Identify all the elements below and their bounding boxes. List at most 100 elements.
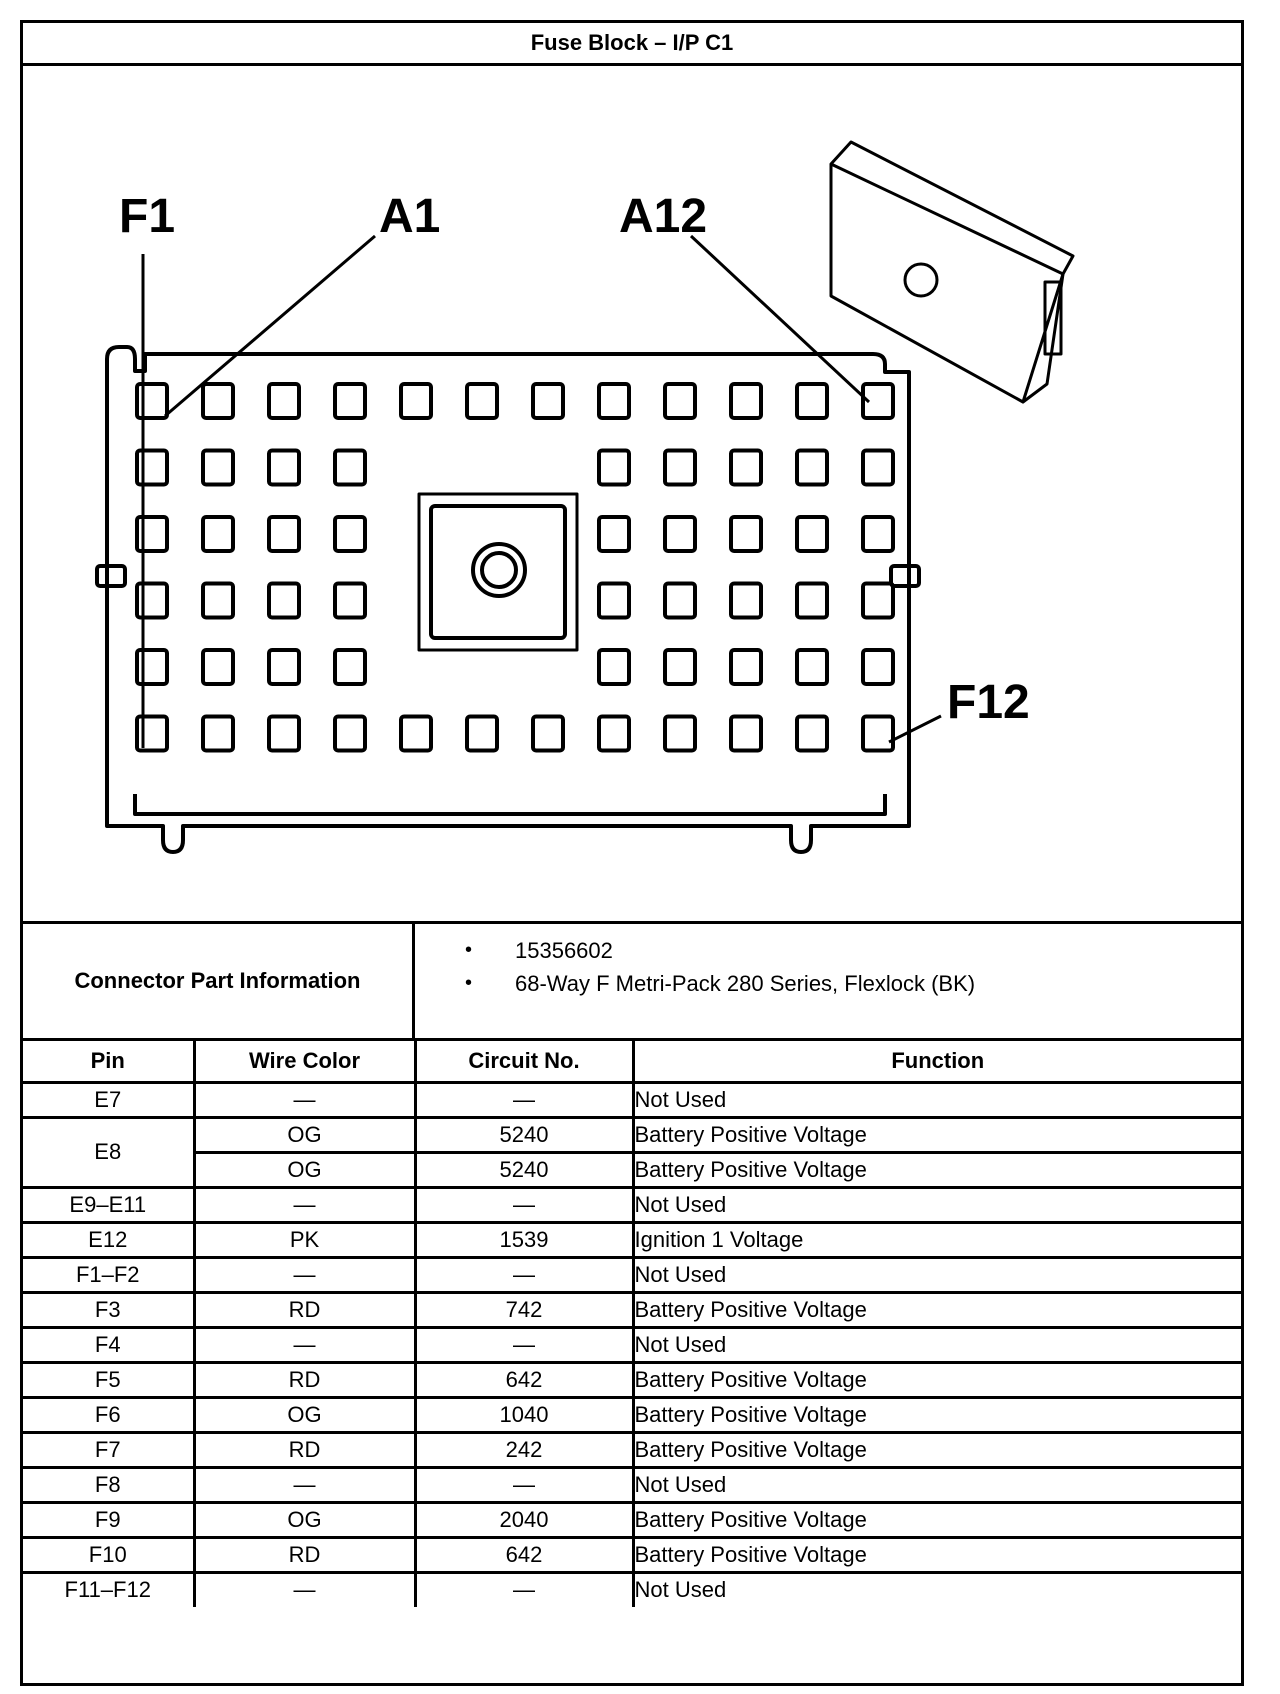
wire-color-cell: RD bbox=[192, 1290, 417, 1329]
circuit-cell: 642 bbox=[413, 1535, 635, 1574]
pin-cell: F8 bbox=[23, 1465, 196, 1504]
leader-line-f12 bbox=[888, 714, 942, 744]
wire-color-cell: — bbox=[192, 1185, 417, 1224]
terminal-cavity bbox=[531, 714, 565, 753]
table-row: E8 OG 5240 Battery Positive Voltage bbox=[23, 1115, 1241, 1189]
terminal-cavity bbox=[267, 382, 301, 420]
column-header-function: Function bbox=[631, 1041, 1241, 1084]
wire-color-cell: — bbox=[192, 1570, 417, 1607]
circuit-cell: — bbox=[413, 1185, 635, 1224]
connector-diagram: F1 A1 A12 F12 bbox=[23, 66, 1241, 924]
terminal-cavity bbox=[399, 382, 433, 420]
table-row: F7 RD 242 Battery Positive Voltage bbox=[23, 1430, 1241, 1469]
terminal-cavity bbox=[333, 515, 367, 553]
connector-face-drawing: F1 A1 A12 F12 bbox=[95, 140, 1075, 854]
terminal-cavity bbox=[135, 648, 169, 686]
terminal-cavity bbox=[201, 515, 235, 553]
callout-a1: A1 bbox=[379, 190, 440, 243]
terminal-cavity bbox=[597, 648, 631, 686]
leader-line-a1 bbox=[164, 234, 376, 418]
pin-cell: F4 bbox=[23, 1325, 196, 1364]
table-row: F4 — — Not Used bbox=[23, 1325, 1241, 1364]
wire-color-cell: OG bbox=[192, 1500, 417, 1539]
function-cell: Ignition 1 Voltage bbox=[631, 1220, 1241, 1259]
callout-f1: F1 bbox=[119, 190, 175, 243]
center-block-inner bbox=[429, 504, 567, 640]
column-header-pin: Pin bbox=[23, 1041, 196, 1084]
pin-cell: E9–E11 bbox=[23, 1185, 196, 1224]
center-bolt-inner bbox=[480, 551, 518, 589]
circuit-cell: 1539 bbox=[413, 1220, 635, 1259]
table-row: E9–E11 — — Not Used bbox=[23, 1185, 1241, 1224]
table-row: F6 OG 1040 Battery Positive Voltage bbox=[23, 1395, 1241, 1434]
terminal-cavity bbox=[729, 581, 763, 620]
table-row: F5 RD 642 Battery Positive Voltage bbox=[23, 1360, 1241, 1399]
pin-cell: E8 bbox=[23, 1115, 196, 1189]
terminal-cavity bbox=[201, 448, 235, 487]
function-cell: Battery Positive Voltage bbox=[631, 1360, 1241, 1399]
table-row: F8 — — Not Used bbox=[23, 1465, 1241, 1504]
pin-cell: F10 bbox=[23, 1535, 196, 1574]
circuit-cell: 242 bbox=[413, 1430, 635, 1469]
table-row: F9 OG 2040 Battery Positive Voltage bbox=[23, 1500, 1241, 1539]
terminal-cavity bbox=[663, 714, 697, 753]
terminal-cavity bbox=[597, 448, 631, 487]
wire-color-cell: — bbox=[192, 1465, 417, 1504]
wire-color-cell: — bbox=[192, 1255, 417, 1294]
circuit-cell: — bbox=[413, 1255, 635, 1294]
terminal-cavity bbox=[333, 648, 367, 686]
terminal-cavity bbox=[663, 648, 697, 686]
connector-part-info-list: 15356602 68-Way F Metri-Pack 280 Series,… bbox=[415, 924, 1241, 1038]
terminal-cavity bbox=[333, 382, 367, 420]
circuit-cell: — bbox=[413, 1080, 635, 1119]
terminal-cavity bbox=[861, 515, 895, 553]
document-frame: Fuse Block – I/P C1 bbox=[20, 20, 1244, 1686]
wire-color-cell: RD bbox=[192, 1430, 417, 1469]
callout-f12: F12 bbox=[947, 676, 1030, 729]
pin-cell: F6 bbox=[23, 1395, 196, 1434]
circuit-cell: 742 bbox=[413, 1290, 635, 1329]
function-cell: Not Used bbox=[631, 1185, 1241, 1224]
terminal-cavity bbox=[597, 515, 631, 553]
connector-3d-illustration bbox=[829, 140, 1075, 404]
terminal-cavity bbox=[135, 515, 169, 553]
connector-body-outline bbox=[105, 345, 911, 854]
pin-cell: F9 bbox=[23, 1500, 196, 1539]
pin-cell: F7 bbox=[23, 1430, 196, 1469]
pin-cell: F5 bbox=[23, 1360, 196, 1399]
wire-color-cell: RD bbox=[192, 1360, 417, 1399]
terminal-cavity bbox=[201, 581, 235, 620]
function-cell: Not Used bbox=[631, 1080, 1241, 1119]
wire-color-cell: PK bbox=[192, 1220, 417, 1259]
center-bolt-outer bbox=[471, 542, 527, 598]
terminal-cavity bbox=[663, 581, 697, 620]
terminal-cavity bbox=[663, 515, 697, 553]
connector-part-info-label: Connector Part Information bbox=[23, 924, 415, 1038]
terminal-cavity bbox=[267, 714, 301, 753]
terminal-cavity bbox=[267, 581, 301, 620]
pin-cell: F3 bbox=[23, 1290, 196, 1329]
pin-cell: E12 bbox=[23, 1220, 196, 1259]
pin-cell: E7 bbox=[23, 1080, 196, 1119]
terminal-cavity bbox=[861, 448, 895, 487]
pin-cell: F1–F2 bbox=[23, 1255, 196, 1294]
wire-color-cell: OG bbox=[194, 1150, 417, 1189]
function-cell: Battery Positive Voltage bbox=[631, 1430, 1241, 1469]
function-cell: Battery Positive Voltage bbox=[631, 1500, 1241, 1539]
pinout-table: Pin Wire Color Circuit No. Function E7 —… bbox=[23, 1041, 1241, 1607]
function-cell: Battery Positive Voltage bbox=[631, 1290, 1241, 1329]
terminal-cavity bbox=[597, 581, 631, 620]
terminal-cavity bbox=[531, 382, 565, 420]
terminal-cavity bbox=[333, 448, 367, 487]
terminal-cavity bbox=[333, 581, 367, 620]
wire-color-cell: — bbox=[192, 1080, 417, 1119]
terminal-cavity bbox=[465, 382, 499, 420]
terminal-cavity bbox=[729, 448, 763, 487]
function-cell: Battery Positive Voltage bbox=[631, 1115, 1241, 1154]
terminal-cavity bbox=[795, 714, 829, 753]
column-header-wire-color: Wire Color bbox=[192, 1041, 417, 1084]
function-cell: Battery Positive Voltage bbox=[631, 1395, 1241, 1434]
callout-a12: A12 bbox=[619, 190, 707, 243]
terminal-cavity bbox=[597, 382, 631, 420]
terminal-cavity bbox=[135, 714, 169, 753]
